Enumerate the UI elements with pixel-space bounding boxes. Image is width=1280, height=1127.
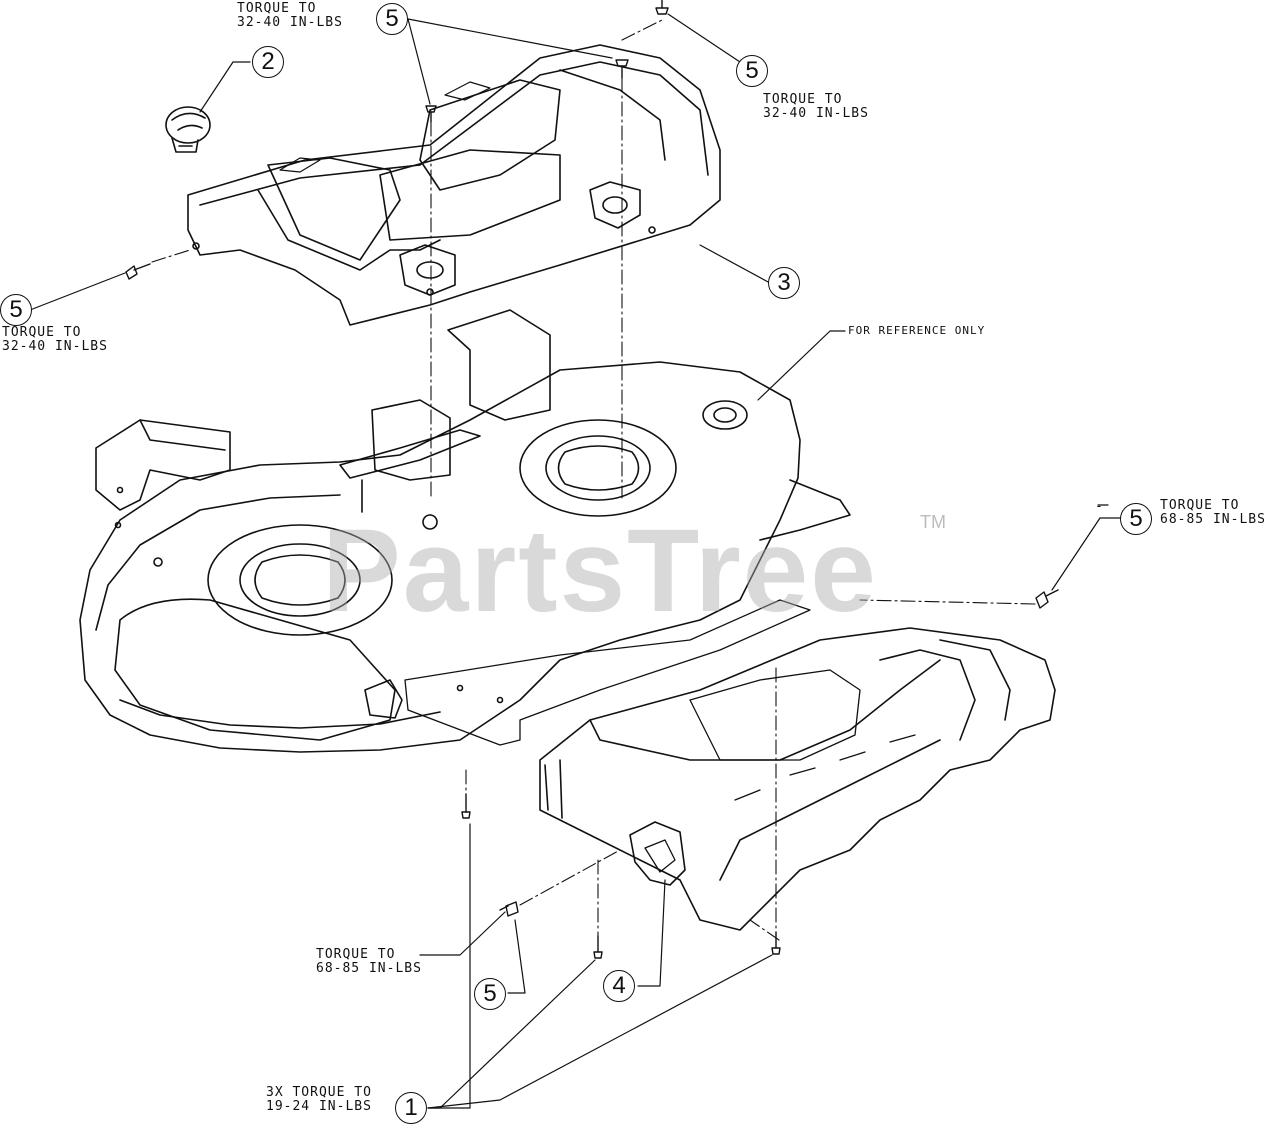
bolts xyxy=(125,0,1059,959)
torque-right-line2: 68-85 IN-LBS xyxy=(1160,512,1266,527)
dash-mark: - xyxy=(1095,499,1104,514)
torque-bottom-line2: 68-85 IN-LBS xyxy=(316,961,422,976)
torque-top-left-line2: 32-40 IN-LBS xyxy=(237,15,343,30)
callout-4: 4 xyxy=(603,970,635,1002)
mower-deck xyxy=(79,309,851,753)
torque-top-right-line2: 32-40 IN-LBS xyxy=(763,106,869,121)
torque-bottom-line1: TORQUE TO xyxy=(316,947,396,962)
torque-right-line1: TORQUE TO xyxy=(1160,498,1240,513)
leader-lines xyxy=(29,13,1121,1109)
discharge-chute xyxy=(539,627,1056,931)
deck-cover xyxy=(187,44,721,326)
callout-5-right: 5 xyxy=(1120,503,1152,535)
callout-3: 3 xyxy=(768,267,800,299)
torque-bolts-line1: 3X TORQUE TO xyxy=(266,1085,372,1100)
reference-note: FOR REFERENCE ONLY xyxy=(848,324,986,337)
callout-5-left: 5 xyxy=(0,294,32,326)
callout-1: 1 xyxy=(395,1092,427,1124)
watermark-text: PartsTree xyxy=(322,505,878,637)
watermark-trademark: TM xyxy=(920,512,946,532)
callout-5-top-left: 5 xyxy=(376,3,408,35)
callout-5-top-right: 5 xyxy=(736,55,768,87)
knob xyxy=(165,106,211,153)
assembly-lines xyxy=(151,19,1036,941)
torque-bolts-line2: 19-24 IN-LBS xyxy=(266,1099,372,1114)
torque-top-left-line1: TORQUE TO xyxy=(237,1,317,16)
callout-2: 2 xyxy=(252,46,284,78)
torque-left-line2: 32-40 IN-LBS xyxy=(2,339,108,354)
torque-top-right-line1: TORQUE TO xyxy=(763,92,843,107)
torque-left-line1: TORQUE TO xyxy=(2,325,82,340)
callout-5-bottom: 5 xyxy=(474,978,506,1010)
